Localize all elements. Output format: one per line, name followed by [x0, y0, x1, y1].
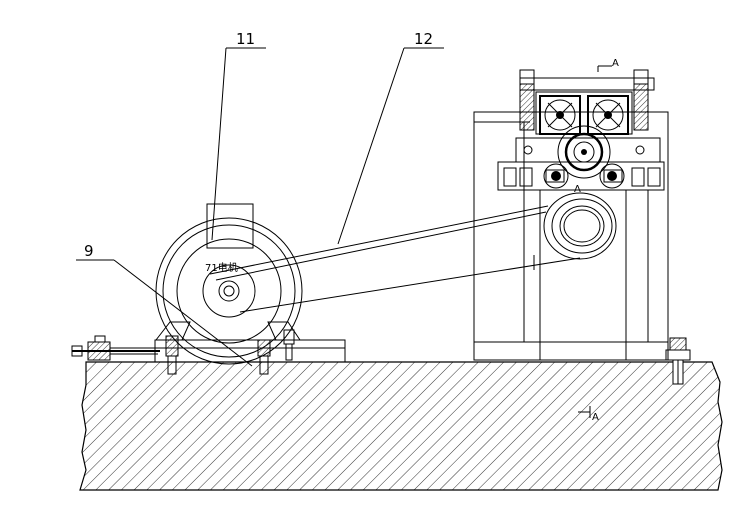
- right-anchor-bolt: [665, 337, 691, 385]
- leader-lines: [76, 47, 444, 367]
- section-mark-bottom: A: [592, 412, 599, 423]
- drive-belt: [209, 205, 581, 313]
- section-marks: [578, 65, 612, 418]
- motor-feet: [154, 321, 301, 375]
- driven-pulley: [543, 192, 617, 260]
- section-mark-middle: A: [574, 184, 581, 195]
- callout-12: 12: [414, 30, 433, 48]
- motor-label: 71电机: [205, 261, 238, 274]
- section-mark-top: A: [612, 58, 619, 69]
- callout-9: 9: [84, 242, 94, 260]
- motor-pulley: [155, 217, 303, 365]
- upper-rollers: [539, 95, 629, 135]
- motor-base: [71, 335, 346, 363]
- roller-stand: [473, 111, 669, 361]
- callout-11: 11: [236, 30, 255, 48]
- motor-housing: [206, 203, 254, 249]
- middle-plate: [497, 137, 665, 191]
- central-gear: [543, 125, 625, 189]
- ground-foundation: [79, 361, 723, 491]
